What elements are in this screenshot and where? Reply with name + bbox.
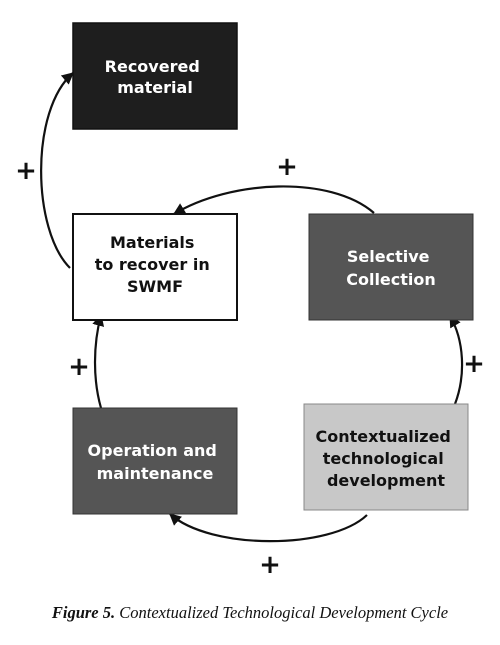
node-recovered-material-label: Recovered material <box>105 57 206 97</box>
edge-collection-to-materials <box>172 185 375 215</box>
node-selective-collection-label: Selective Collection <box>346 247 436 289</box>
node-operation-maintenance-box <box>72 407 238 515</box>
node-operation-maintenance-line-1: Operation and <box>88 441 217 460</box>
node-selective-collection-line-2: Collection <box>346 270 436 289</box>
sign-to-recovered: + <box>15 156 37 186</box>
edge-materials-to-recovered <box>40 72 74 269</box>
node-recovered-material: Recovered material <box>72 22 238 130</box>
node-materials-to-recover-box <box>72 213 238 321</box>
node-contextualized-development-label: Contextualized technological development <box>316 427 457 490</box>
node-materials-to-recover-line-2: to recover in <box>95 255 210 274</box>
node-materials-to-recover-label: Materials to recover in SWMF <box>95 233 216 296</box>
edge-operation-to-materials <box>92 313 105 409</box>
sign-development-to-operation: + <box>259 550 281 580</box>
node-contextualized-development-line-1: Contextualized <box>316 427 451 446</box>
node-contextualized-development-line-3: development <box>327 471 445 490</box>
node-recovered-material-box <box>72 22 238 130</box>
sign-operation-to-materials: + <box>68 352 90 382</box>
edge-development-to-collection <box>449 314 464 405</box>
node-recovered-material-line-1: Recovered <box>105 57 200 76</box>
node-materials-to-recover-line-1: Materials <box>110 233 194 252</box>
node-materials-to-recover: Materials to recover in SWMF <box>72 213 238 321</box>
node-contextualized-development: Contextualized technological development <box>303 403 469 511</box>
sign-development-to-collection: + <box>463 349 485 379</box>
node-recovered-material-line-2: material <box>117 78 193 97</box>
edges <box>40 72 464 543</box>
edge-signs: + + + + + <box>15 152 485 580</box>
figure-caption-label: Figure 5. <box>51 603 116 622</box>
node-operation-maintenance-label: Operation and maintenance <box>88 441 223 483</box>
node-operation-maintenance-line-2: maintenance <box>97 464 214 483</box>
node-selective-collection: Selective Collection <box>308 213 474 321</box>
node-materials-to-recover-line-3: SWMF <box>127 277 183 296</box>
node-contextualized-development-line-2: technological <box>323 449 444 468</box>
node-selective-collection-line-1: Selective <box>347 247 430 266</box>
figure-caption: Figure 5. Contextualized Technological D… <box>0 603 500 623</box>
node-operation-maintenance: Operation and maintenance <box>72 407 238 515</box>
edge-development-to-operation <box>169 513 368 543</box>
node-contextualized-development-box <box>303 403 469 511</box>
sign-collection-to-materials: + <box>276 152 298 182</box>
node-selective-collection-box <box>308 213 474 321</box>
figure-caption-text: Contextualized Technological Development… <box>119 603 449 622</box>
